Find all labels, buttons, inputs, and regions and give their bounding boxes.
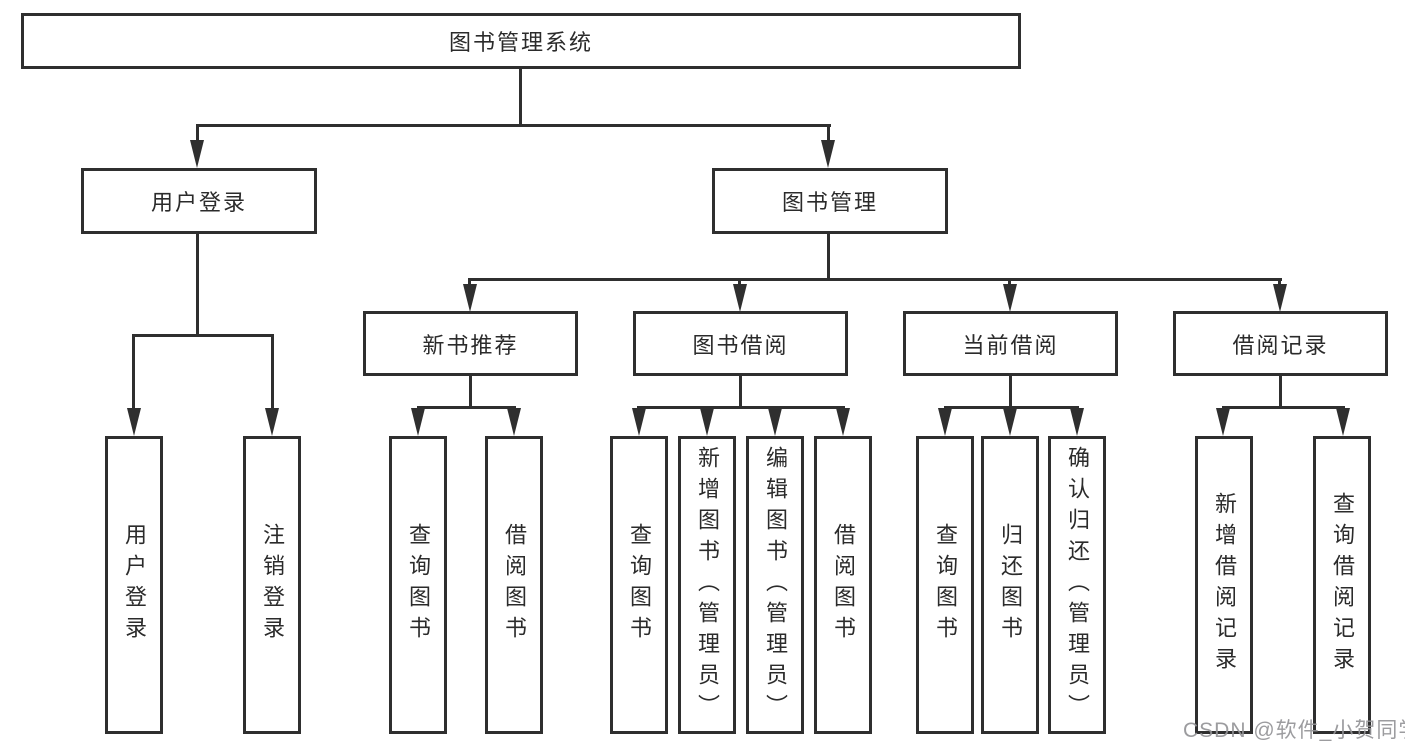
arrow-down-icon [1336, 408, 1350, 436]
connector-current-branch [944, 406, 1079, 409]
leaf-logout: 注销登录 [243, 436, 301, 734]
leaf-query-books-current: 查询图书 [916, 436, 974, 734]
connector-borrow-branch [637, 406, 845, 409]
node-new-book-recommend-label: 新书推荐 [422, 332, 519, 358]
connector-recommend-branch [417, 406, 516, 409]
arrow-down-icon [1070, 408, 1084, 436]
leaf-confirm-return-admin-label: 确认归还（管理员） [1065, 445, 1090, 725]
node-current-borrow-label: 当前借阅 [962, 332, 1059, 358]
leaf-query-books-borrow: 查询图书 [610, 436, 668, 734]
arrow-down-icon [1216, 408, 1230, 436]
leaf-query-borrow-record-label: 查询借阅记录 [1330, 492, 1355, 678]
leaf-query-borrow-record: 查询借阅记录 [1313, 436, 1371, 734]
connector-login-branch [132, 334, 274, 337]
leaf-confirm-return-admin: 确认归还（管理员） [1048, 436, 1106, 734]
connector-root-stem [519, 68, 522, 124]
connector-mgmt-drop [738, 278, 741, 286]
arrow-down-icon [1273, 284, 1287, 312]
arrow-down-icon [127, 408, 141, 436]
leaf-edit-book-admin: 编辑图书（管理员） [746, 436, 804, 734]
connector-current-stem [1009, 376, 1012, 406]
leaf-logout-label: 注销登录 [260, 523, 285, 647]
leaf-borrow-books-recommend-label: 借阅图书 [502, 523, 527, 647]
leaf-borrow-books-label: 借阅图书 [831, 523, 856, 647]
leaf-return-books: 归还图书 [981, 436, 1039, 734]
node-borrow-records-label: 借阅记录 [1232, 332, 1329, 358]
arrow-down-icon [507, 408, 521, 436]
node-root-label: 图书管理系统 [448, 30, 593, 55]
node-book-management-label: 图书管理 [781, 190, 878, 215]
node-book-management: 图书管理 [712, 168, 948, 234]
node-user-login: 用户登录 [81, 168, 317, 234]
arrow-down-icon [190, 140, 204, 168]
arrow-down-icon [632, 408, 646, 436]
csdn-watermark: CSDN @软件_小贺同学 [1183, 719, 1405, 742]
leaf-return-books-label: 归还图书 [998, 523, 1023, 647]
leaf-query-books-recommend-label: 查询图书 [406, 523, 431, 647]
node-user-login-label: 用户登录 [150, 190, 247, 215]
arrow-down-icon [768, 408, 782, 436]
connector-mgmt-branch [468, 278, 1282, 281]
leaf-add-borrow-record-label: 新增借阅记录 [1212, 492, 1237, 678]
connector-mgmt-stem [827, 234, 830, 278]
leaf-add-borrow-record: 新增借阅记录 [1195, 436, 1253, 734]
leaf-query-books-borrow-label: 查询图书 [627, 523, 652, 647]
connector-records-branch [1222, 406, 1345, 409]
connector-recommend-stem [469, 376, 472, 406]
arrow-down-icon [821, 140, 835, 168]
arrow-down-icon [411, 408, 425, 436]
arrow-down-icon [1003, 284, 1017, 312]
arrow-down-icon [938, 408, 952, 436]
arrow-down-icon [265, 408, 279, 436]
leaf-query-books-current-label: 查询图书 [933, 523, 958, 647]
node-current-borrow: 当前借阅 [903, 311, 1118, 376]
leaf-add-book-admin-label: 新增图书（管理员） [695, 445, 720, 725]
connector-root-branch [196, 124, 831, 127]
connector-mgmt-drop [1278, 278, 1281, 286]
connector-mgmt-drop [468, 278, 471, 286]
leaf-borrow-books-recommend: 借阅图书 [485, 436, 543, 734]
connector-records-stem [1279, 376, 1282, 406]
leaf-user-login-label: 用户登录 [122, 523, 147, 647]
leaf-add-book-admin: 新增图书（管理员） [678, 436, 736, 734]
connector-mgmt-drop [1008, 278, 1011, 286]
node-root: 图书管理系统 [21, 13, 1021, 69]
arrow-down-icon [463, 284, 477, 312]
arrow-down-icon [1003, 408, 1017, 436]
arrow-down-icon [700, 408, 714, 436]
node-book-borrow-label: 图书借阅 [692, 332, 789, 358]
connector-login-stem [196, 234, 199, 334]
leaf-query-books-recommend: 查询图书 [389, 436, 447, 734]
node-new-book-recommend: 新书推荐 [363, 311, 578, 376]
node-book-borrow: 图书借阅 [633, 311, 848, 376]
connector-root-drop-left [196, 124, 199, 142]
node-borrow-records: 借阅记录 [1173, 311, 1388, 376]
leaf-edit-book-admin-label: 编辑图书（管理员） [763, 445, 788, 725]
arrow-down-icon [733, 284, 747, 312]
connector-login-drop-right [271, 334, 274, 410]
leaf-user-login: 用户登录 [105, 436, 163, 734]
leaf-borrow-books: 借阅图书 [814, 436, 872, 734]
connector-borrow-stem [739, 376, 742, 406]
connector-login-drop-left [132, 334, 135, 410]
connector-root-drop-right [827, 124, 830, 142]
arrow-down-icon [836, 408, 850, 436]
